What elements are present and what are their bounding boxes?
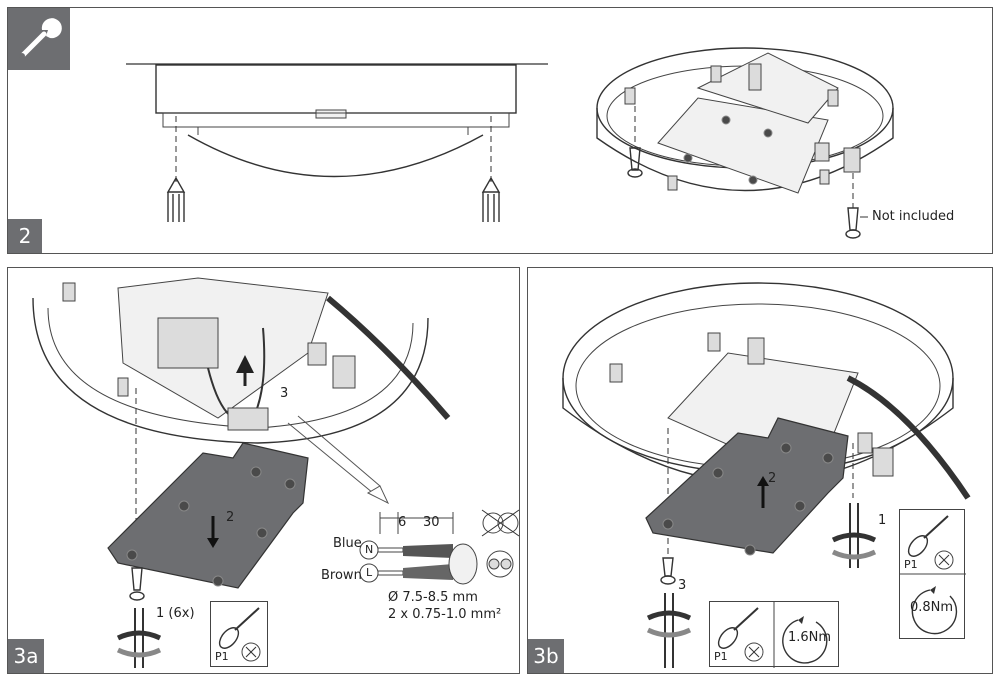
step-3b-panel: 3b xyxy=(527,267,993,674)
step-2-panel: 2 xyxy=(7,7,993,254)
tool-box: P1 xyxy=(210,601,268,667)
screw-left-step-label: 3 xyxy=(678,578,687,593)
live-terminal-label: L xyxy=(366,566,373,579)
screw-right-step-label: 1 xyxy=(878,513,887,528)
not-included-label: Not included xyxy=(872,209,955,224)
cover-plate xyxy=(107,442,309,589)
tool-size-label: P1 xyxy=(215,650,229,663)
cable-cross-section-icon xyxy=(486,550,514,578)
conductor-size-label: 2 x 0.75-1.0 mm² xyxy=(388,607,502,622)
screwdriver-icon xyxy=(218,607,261,662)
step-3a-panel: 3a xyxy=(7,267,520,674)
connector-step-label: 3 xyxy=(280,386,289,401)
screw-left-icon xyxy=(660,557,676,585)
screwdriver-icon xyxy=(900,515,966,635)
step-number-badge: 3b xyxy=(528,639,564,673)
step-number: 3a xyxy=(13,644,39,668)
wrench-icon xyxy=(19,18,62,59)
step-2-drawing xyxy=(126,47,894,239)
torque-label: 0.8Nm xyxy=(910,600,954,615)
screw-count-label: 1 (6x) xyxy=(156,606,195,621)
direction-label: 2 xyxy=(768,471,777,486)
pencil-right-icon xyxy=(481,176,501,222)
cover-plate xyxy=(645,417,849,554)
torque-label: 1.6Nm xyxy=(788,630,832,645)
step-number-badge: 3a xyxy=(8,639,44,673)
direction-label: 2 xyxy=(226,510,235,525)
no-twisted-wires-icon xyxy=(481,509,520,537)
sheath-length-label: 30 xyxy=(423,515,440,530)
tool-box-right: P1 0.8Nm xyxy=(899,509,966,639)
connector-block xyxy=(227,407,269,431)
step-3b-drawing xyxy=(562,282,971,668)
tool-size-label: P1 xyxy=(904,558,918,571)
pencil-left-icon xyxy=(166,176,186,222)
fixture-base xyxy=(155,64,517,114)
wire-blue-label: Blue xyxy=(333,536,362,551)
screw-icon xyxy=(627,147,643,178)
wire-brown-label: Brown xyxy=(321,568,362,583)
screw-icon xyxy=(129,567,145,601)
diffuser-dome xyxy=(187,134,484,178)
step-number: 3b xyxy=(533,644,559,668)
terminal-housing xyxy=(117,277,329,419)
screwdriver-icon xyxy=(717,602,828,668)
screwdriver-rotation-left-icon xyxy=(646,593,692,668)
screwdriver-rotation-right-icon xyxy=(831,503,877,568)
cable-gland xyxy=(843,147,861,173)
step-number-badge: 2 xyxy=(8,219,42,253)
mains-cable xyxy=(326,295,451,420)
tool-box-bottom: P1 1.6Nm xyxy=(709,601,839,668)
strip-length-label: 6 xyxy=(398,515,407,530)
cable-diameter-label: Ø 7.5-8.5 mm xyxy=(388,590,478,605)
screwdriver-rotation-icon xyxy=(116,608,162,668)
cable-end xyxy=(448,543,478,585)
screw-not-included-icon xyxy=(845,207,868,239)
neutral-terminal-label: N xyxy=(365,543,374,556)
tool-size-label: P1 xyxy=(714,650,728,663)
mains-cable xyxy=(846,375,971,500)
step-number: 2 xyxy=(18,224,32,248)
step-3a-drawing xyxy=(32,277,520,668)
wrench-icon-badge xyxy=(8,8,70,70)
fixture-base-perspective xyxy=(596,47,894,194)
